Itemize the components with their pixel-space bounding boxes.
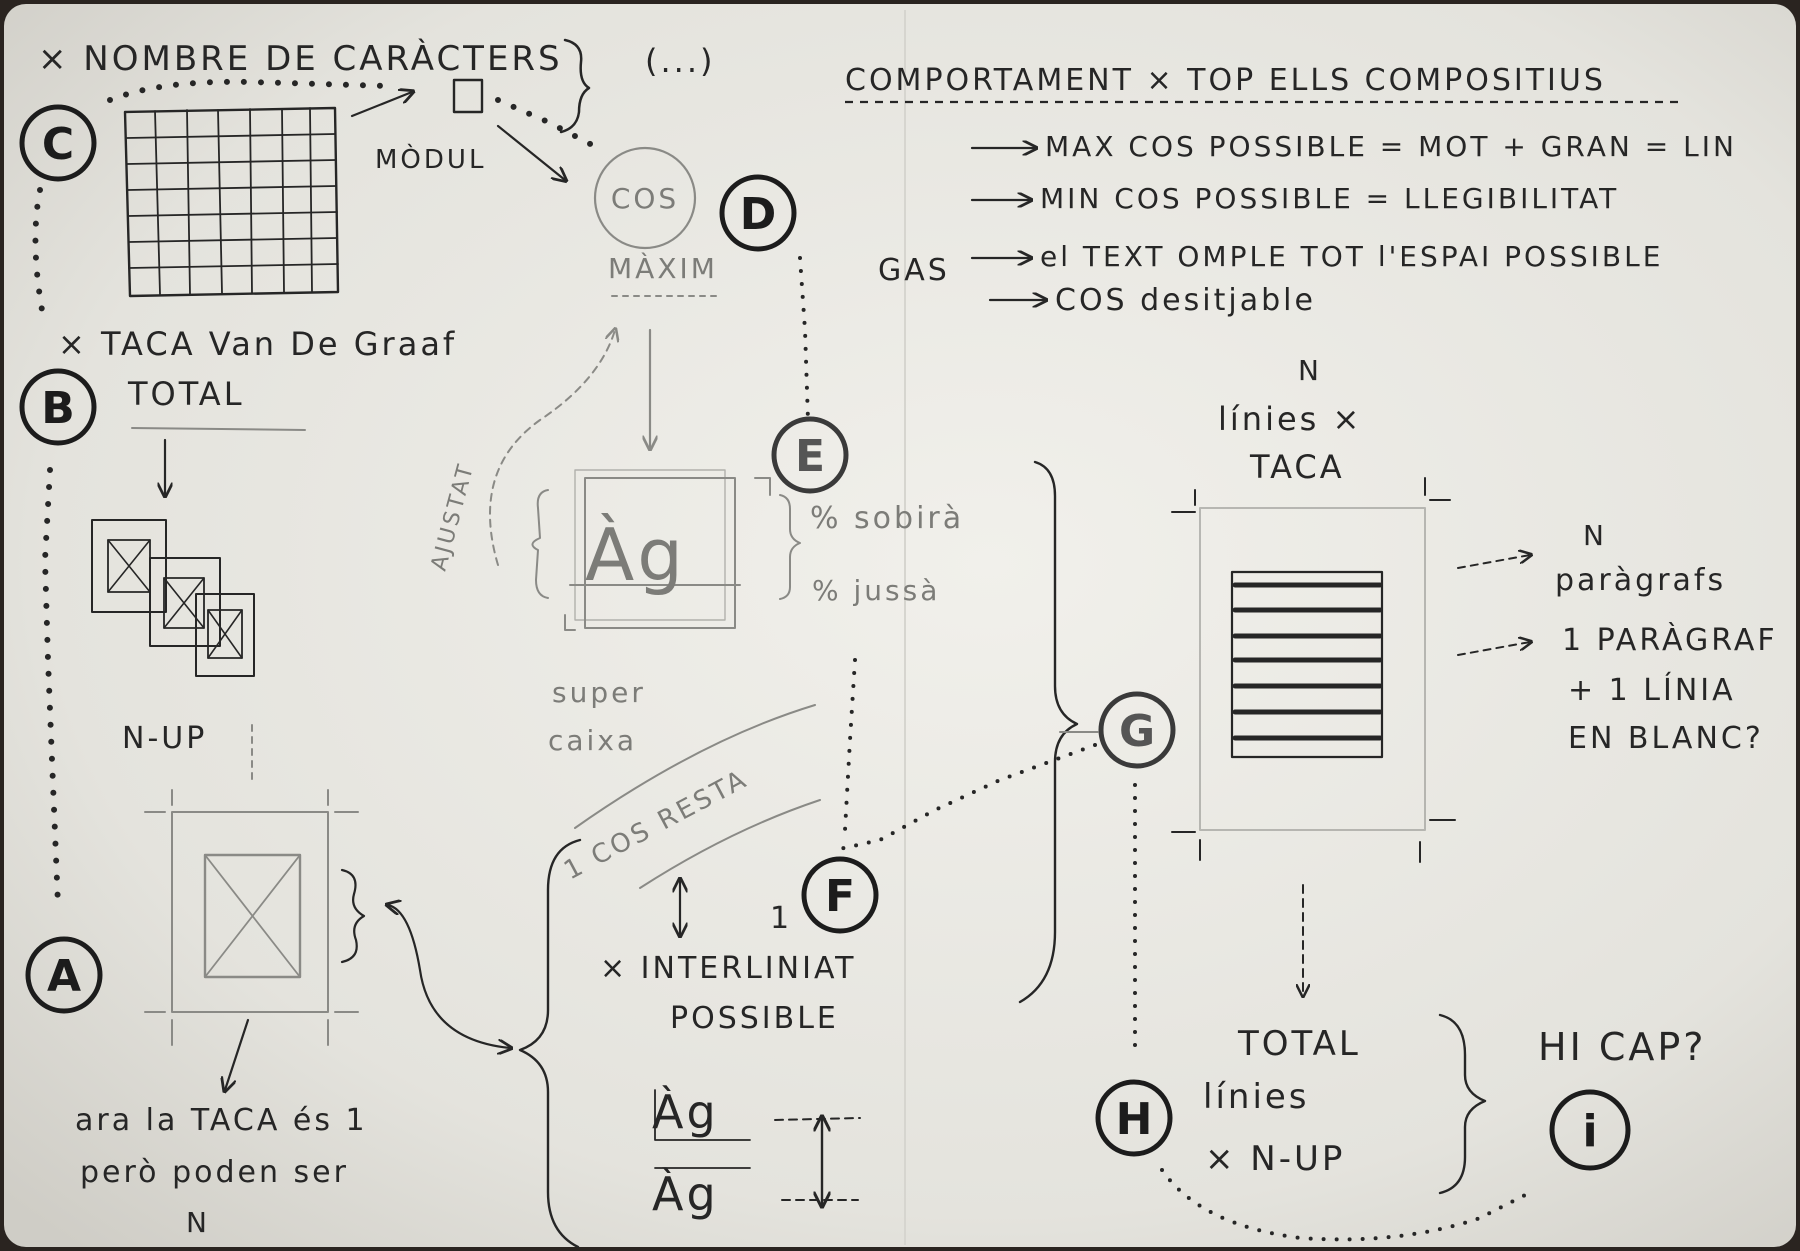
cos-resta-arc-top <box>574 704 816 829</box>
taca-label-line2: TOTAL <box>127 375 245 413</box>
node-f: F <box>825 871 855 922</box>
nup-pages-icon <box>91 519 255 677</box>
module-to-cos-arrow <box>496 124 565 180</box>
dotted-path-e-f <box>843 658 857 832</box>
glyph-line-1: Àg <box>652 1085 719 1139</box>
interliniat-line1: × INTERLINIAT <box>600 951 856 986</box>
node-c: C <box>42 119 74 170</box>
supercaixa-label-line1: super <box>552 676 646 709</box>
text-block-page <box>1171 477 1456 863</box>
paragraf-line3: EN BLANC? <box>1568 721 1764 756</box>
e-block-brace <box>1018 460 1079 1004</box>
node-g: G <box>1119 706 1155 757</box>
taca-underline <box>131 427 306 431</box>
node-b: B <box>41 383 75 434</box>
maxim-label: MÀXIM <box>608 251 718 285</box>
behavior-1: MAX COS POSSIBLE = MOT + GRAN = LIN <box>1045 130 1737 163</box>
node-i: i <box>1582 1106 1597 1157</box>
note-a-line3: N <box>186 1206 210 1239</box>
node-h-circle <box>1095 1079 1173 1157</box>
behavior-3: el TEXT OMPLE TOT l'ESPAI POSSIBLE <box>1040 240 1663 273</box>
header-ellipsis: (...) <box>645 42 715 80</box>
hicap-label: HI CAP? <box>1538 1025 1706 1069</box>
node-f-circle <box>801 856 879 934</box>
f-to-a-arrow <box>388 905 510 1048</box>
paragrafs-arrow <box>1457 555 1530 569</box>
page-brace <box>340 868 366 964</box>
cos-circle <box>593 146 697 250</box>
node-b-circle <box>19 368 97 446</box>
behavior-2: MIN COS POSSIBLE = LLEGIBILITAT <box>1040 182 1619 215</box>
node-h: H <box>1116 1094 1153 1145</box>
cos-label: COS <box>611 182 679 215</box>
behavior-4: COS desitjable <box>1055 283 1316 318</box>
paragrafs-line2: paràgrafs <box>1555 563 1726 598</box>
node-e-circle <box>771 416 849 494</box>
jussa-label: % jussà <box>812 574 940 607</box>
module-square <box>452 78 484 114</box>
paragraf-line2: + 1 LÍNIA <box>1568 672 1736 708</box>
cos-resta-arc-bottom <box>639 799 821 889</box>
note-a-line1: ara la TACA és 1 <box>75 1103 368 1138</box>
dotted-path-d-e <box>798 256 810 422</box>
total-brace <box>1438 1013 1487 1195</box>
node-d-circle <box>719 174 797 252</box>
nup-label: N-UP <box>122 721 207 756</box>
header-left: × NOMBRE DE CARÀCTERS <box>38 38 563 79</box>
total-line2: línies <box>1203 1077 1310 1117</box>
supercaixa-label-line2: caixa <box>548 724 637 757</box>
behavior-3-label: GAS <box>878 253 950 288</box>
linies-line1: línies × <box>1218 400 1362 438</box>
total-line1: TOTAL <box>1237 1024 1361 1064</box>
sobira-label: % sobirà <box>810 501 964 536</box>
paragraf-line1: 1 PARÀGRAF <box>1562 622 1778 658</box>
dotted-path-c-top <box>107 78 601 151</box>
character-grid <box>123 106 340 298</box>
f-block-brace <box>518 838 582 1249</box>
glyph-line-2: Àg <box>652 1167 719 1221</box>
ajustat-curve <box>489 330 615 566</box>
taca-label-line1: × TACA Van De Graaf <box>58 325 457 363</box>
total-line3: × N-UP <box>1205 1139 1345 1179</box>
page-down-arrow <box>225 1018 250 1090</box>
page-thumbnail <box>144 789 359 1046</box>
node-d: D <box>740 189 777 240</box>
linies-n: N <box>1298 354 1322 387</box>
header-brace <box>559 38 591 134</box>
paragraf-arrow <box>1457 642 1530 656</box>
grid-to-module-arrow <box>350 92 412 118</box>
module-label: MÒDUL <box>375 143 486 175</box>
node-a: A <box>47 951 81 1002</box>
note-a-line2: però poden ser <box>80 1155 349 1190</box>
dotted-path-b-a <box>41 467 61 908</box>
node-c-circle <box>19 104 97 182</box>
node-a-circle <box>25 936 103 1014</box>
glyph-big: Àg <box>585 513 686 597</box>
metric-bracket <box>779 494 801 600</box>
f-one-label: 1 <box>770 901 792 936</box>
dotted-path-h-i <box>1160 1168 1537 1242</box>
glyph-baselines <box>654 1089 751 1169</box>
supercaixa-glyph-box <box>531 469 771 631</box>
node-i-circle <box>1549 1089 1631 1171</box>
node-e: E <box>795 431 825 482</box>
linies-line2: TACA <box>1249 448 1345 486</box>
node-g-circle <box>1098 691 1176 769</box>
paragrafs-line1: N <box>1583 519 1607 552</box>
interliniat-line2: POSSIBLE <box>670 1001 839 1036</box>
header-right: COMPORTAMENT × TOP ELLS COMPOSITIUS <box>845 63 1606 98</box>
